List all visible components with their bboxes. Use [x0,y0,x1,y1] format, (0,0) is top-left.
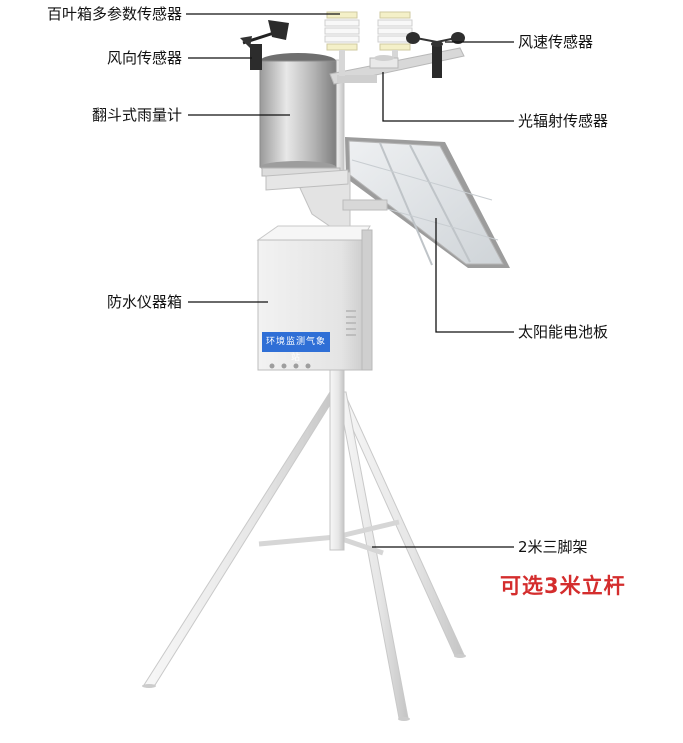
radiation-sensor [369,55,399,69]
label-tripod: 2米三脚架 [518,538,588,556]
solar-panel [299,137,510,268]
pole-option-callout: 可选3米立杆 [500,574,626,598]
label-rain-gauge: 翻斗式雨量计 [91,106,182,124]
tripod [142,391,466,721]
louvered-sensor-left [324,11,360,76]
louvered-sensor-right [377,11,413,68]
label-thermo-hygro-sensor: 百叶箱多参数传感器 [46,5,182,23]
label-wind-speed-sensor: 风速传感器 [518,33,594,51]
box-nameplate-title: 环境监测气象站 [265,337,326,363]
anemometer [406,32,465,78]
leader-lines [186,13,514,548]
label-wind-direction-sensor: 风向传感器 [106,49,182,67]
rain-gauge [259,53,349,191]
instrument-box [256,225,373,371]
label-solar-panel: 太阳能电池板 [518,323,609,341]
wind-vane [240,20,289,70]
box-nameplate [262,332,330,352]
label-radiation-sensor: 光辐射传感器 [518,112,609,130]
label-instrument-box: 防水仪器箱 [106,293,182,311]
